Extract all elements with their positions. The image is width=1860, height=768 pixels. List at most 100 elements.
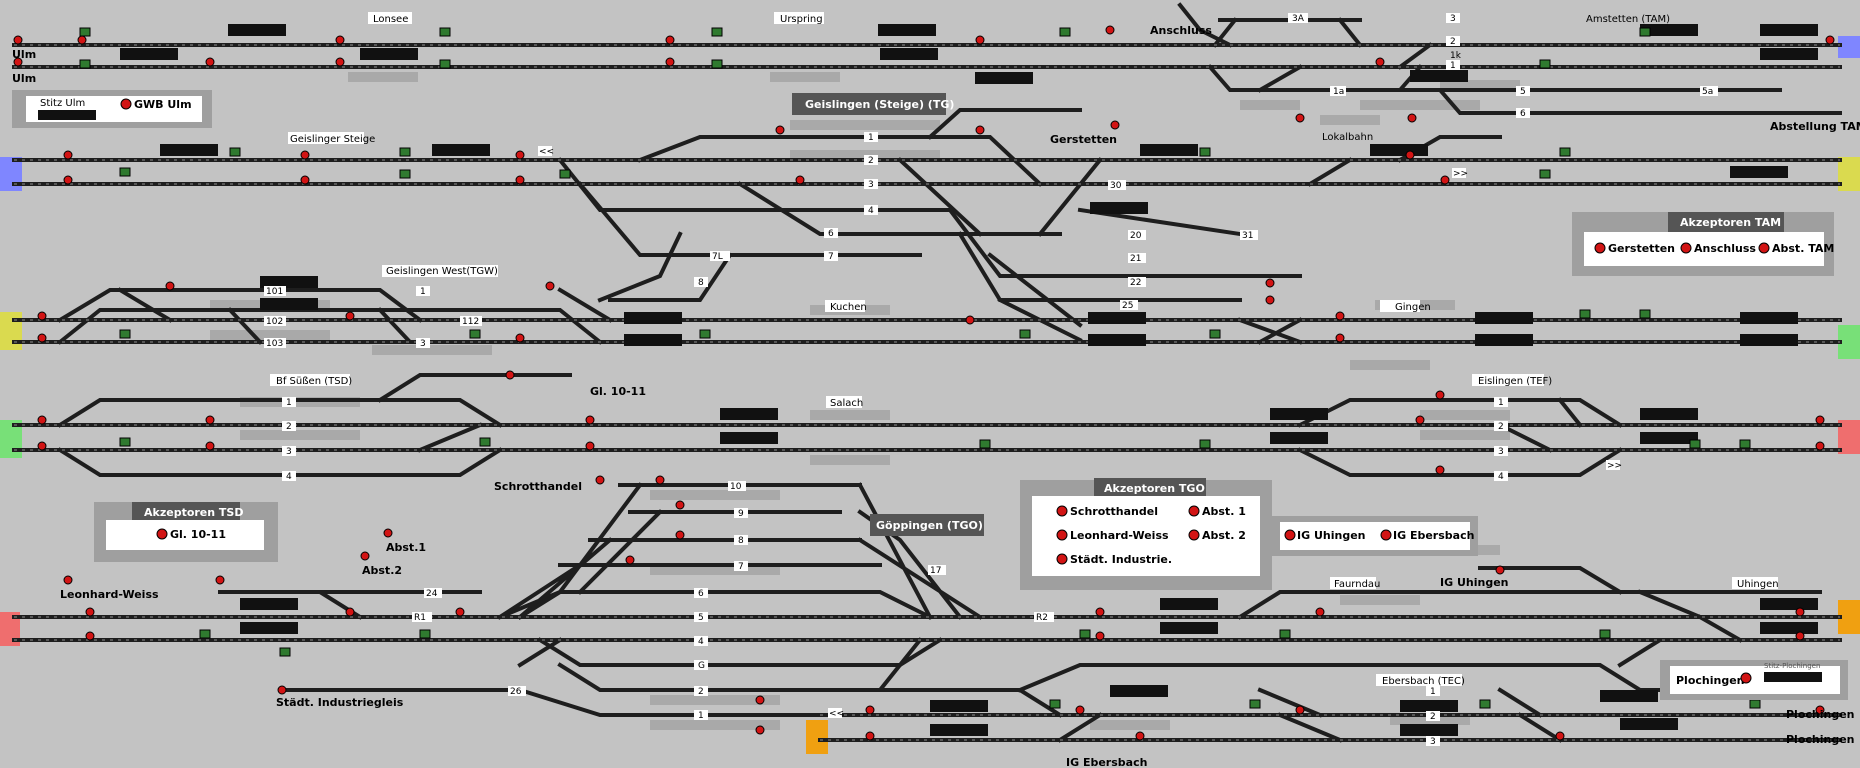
svg-text:102: 102 — [266, 317, 283, 327]
svg-text:17: 17 — [930, 566, 941, 576]
svg-text:4: 4 — [1498, 472, 1504, 482]
label-uhingen: Uhingen — [1737, 579, 1779, 590]
tgo-title: Akzeptoren TGO — [1104, 482, 1205, 495]
chevron-right-icon: >> — [1607, 461, 1622, 471]
station-labels: Lonsee Urspring Ulm Ulm Anschluss Amstet… — [12, 12, 1860, 768]
shunting-signals[interactable] — [79, 27, 1761, 709]
svg-text:4: 4 — [286, 472, 292, 482]
gwb-ulm-button[interactable] — [120, 98, 132, 110]
tam-gerstetten-button[interactable] — [1594, 242, 1606, 254]
chevron-left-icon: << — [829, 709, 844, 719]
label-ulm-bottom: Ulm — [12, 72, 36, 85]
label-geislinger-steige: Geislinger Steige — [290, 134, 375, 145]
svg-text:Gl. 10-11: Gl. 10-11 — [170, 528, 226, 541]
tgo-abst2-button[interactable] — [1188, 529, 1200, 541]
label-eislingen: Eislingen (TEF) — [1478, 376, 1552, 387]
svg-text:26: 26 — [510, 687, 522, 697]
stitz-plochingen-label: Stitz-Plochingen — [1764, 662, 1820, 670]
svg-text:Anschluss: Anschluss — [1694, 242, 1756, 255]
svg-text:2: 2 — [1498, 422, 1504, 432]
svg-text:1: 1 — [698, 711, 704, 721]
svg-text:25: 25 — [1122, 301, 1133, 311]
svg-text:3: 3 — [286, 447, 292, 457]
svg-text:2: 2 — [868, 156, 874, 166]
ig-uhingen-button[interactable] — [1284, 529, 1296, 541]
tsd-title: Akzeptoren TSD — [144, 506, 243, 519]
label-staedt-industriegleis: Städt. Industriegleis — [276, 696, 404, 709]
svg-text:3: 3 — [1430, 737, 1436, 747]
label-anschluss: Anschluss — [1150, 24, 1212, 37]
boundary-west-red — [0, 612, 20, 646]
panel-plochingen: Plochingen Stitz-Plochingen — [1660, 660, 1848, 700]
svg-text:7L: 7L — [712, 252, 723, 262]
label-amstetten: Amstetten (TAM) — [1586, 14, 1670, 25]
label-lokalbahn: Lokalbahn — [1322, 132, 1373, 143]
label-goeppingen: Göppingen (TGO) — [876, 519, 983, 532]
gwb-ulm-label: GWB Ulm — [134, 98, 192, 111]
svg-text:Leonhard-Weiss: Leonhard-Weiss — [1070, 529, 1169, 542]
svg-text:Abst. 1: Abst. 1 — [1202, 505, 1246, 518]
svg-text:4: 4 — [698, 637, 704, 647]
plochingen-panel-label: Plochingen — [1676, 674, 1745, 687]
svg-text:1: 1 — [420, 287, 426, 297]
tam-anschluss-button[interactable] — [1680, 242, 1692, 254]
label-salach: Salach — [830, 398, 863, 409]
tsd-gl-button[interactable] — [156, 528, 168, 540]
svg-text:3: 3 — [1498, 447, 1504, 457]
label-geislingen-west: Geislingen West(TGW) — [386, 266, 498, 277]
ig-ebersbach-button[interactable] — [1380, 529, 1392, 541]
svg-text:3: 3 — [1450, 14, 1456, 24]
svg-text:8: 8 — [738, 536, 744, 546]
label-geislingen-tg: Geislingen (Steige) (TG) — [805, 98, 954, 111]
svg-text:8: 8 — [698, 278, 704, 288]
label-bf-suessen: Bf Süßen (TSD) — [276, 376, 352, 387]
tgo-leonhard-button[interactable] — [1056, 529, 1068, 541]
svg-text:22: 22 — [1130, 278, 1141, 288]
svg-text:Gerstetten: Gerstetten — [1608, 242, 1675, 255]
svg-text:G: G — [698, 661, 705, 671]
tgo-staedt-button[interactable] — [1056, 553, 1068, 565]
panel-ig: IG Uhingen IG Ebersbach — [1272, 516, 1478, 556]
svg-text:5: 5 — [1520, 87, 1526, 97]
svg-text:6: 6 — [828, 229, 834, 239]
svg-text:7: 7 — [828, 252, 834, 262]
boundary-orange-low — [806, 720, 828, 754]
svg-text:4: 4 — [868, 206, 874, 216]
tgo-abst1-button[interactable] — [1188, 505, 1200, 517]
svg-text:1: 1 — [1450, 61, 1456, 71]
svg-text:6: 6 — [698, 589, 704, 599]
label-ig-ebersbach: IG Ebersbach — [1066, 756, 1147, 768]
tam-title: Akzeptoren TAM — [1680, 216, 1781, 229]
svg-text:IG Ebersbach: IG Ebersbach — [1393, 529, 1474, 542]
svg-text:Abst. TAM: Abst. TAM — [1772, 242, 1834, 255]
tam-abst-button[interactable] — [1758, 242, 1770, 254]
boundary-amstetten-east — [1838, 36, 1860, 58]
svg-text:R1: R1 — [414, 613, 426, 623]
label-schrotthandel: Schrotthandel — [494, 480, 582, 493]
svg-text:1: 1 — [1430, 687, 1436, 697]
label-ebersbach: Ebersbach (TEC) — [1382, 676, 1465, 687]
svg-text:31: 31 — [1242, 231, 1253, 241]
svg-text:3A: 3A — [1292, 14, 1305, 24]
svg-text:1: 1 — [868, 133, 874, 143]
label-abstellung-tam: Abstellung TAM — [1770, 120, 1860, 133]
svg-text:R2: R2 — [1036, 613, 1048, 623]
svg-text:Schrotthandel: Schrotthandel — [1070, 505, 1158, 518]
label-kuchen: Kuchen — [830, 302, 867, 313]
label-abst1: Abst.1 — [386, 541, 426, 554]
label-plochingen-b: Plochingen — [1786, 733, 1855, 746]
label-urspring: Urspring — [780, 14, 823, 25]
svg-text:2: 2 — [286, 422, 292, 432]
plochingen-button[interactable] — [1740, 672, 1752, 684]
stitz-ulm-label: Stitz Ulm — [40, 98, 85, 109]
label-lonsee: Lonsee — [373, 14, 408, 25]
tgo-schrotthandel-button[interactable] — [1056, 505, 1068, 517]
boundary-east-yellow — [1838, 157, 1860, 191]
label-ig-uhingen: IG Uhingen — [1440, 576, 1508, 589]
label-plochingen-a: Plochingen — [1786, 708, 1855, 721]
track-dots — [14, 44, 1840, 741]
label-gingen: Gingen — [1395, 302, 1431, 313]
svg-text:5a: 5a — [1702, 87, 1713, 97]
label-gerstetten: Gerstetten — [1050, 133, 1117, 146]
panel-stitz-ulm: Stitz Ulm GWB Ulm — [12, 90, 212, 128]
